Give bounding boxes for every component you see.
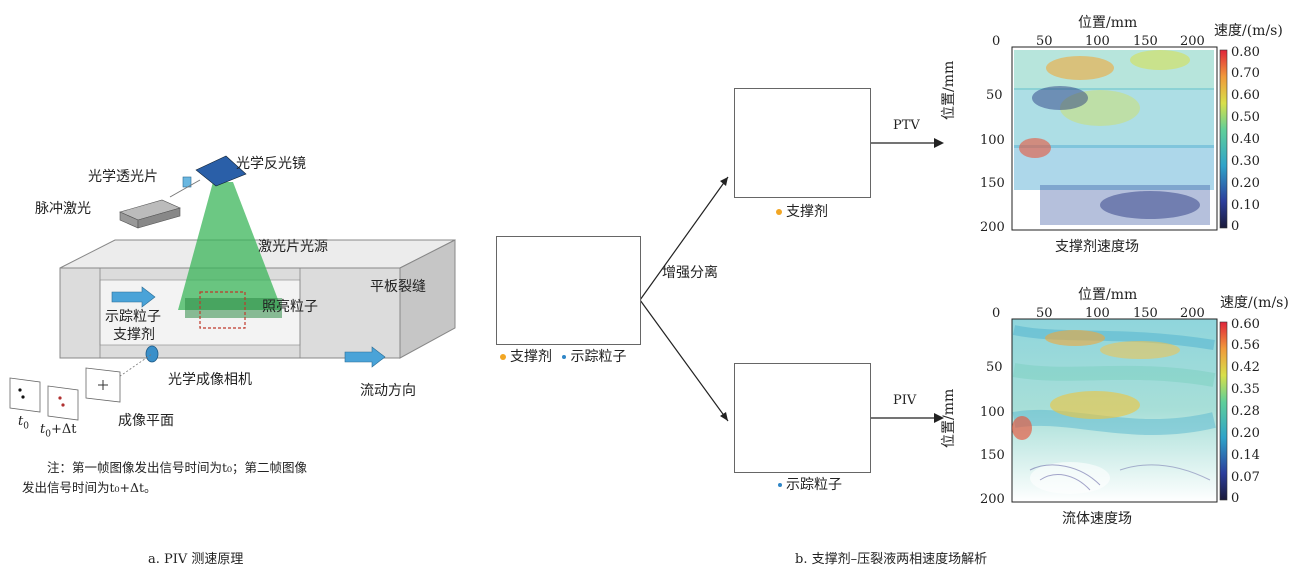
caption-a: a. PIV 测速原理 — [148, 552, 244, 567]
optical-lens-label: 光学透光片 — [88, 169, 158, 185]
note-line-2: 发出信号时间为t₀+Δt。 — [22, 480, 157, 495]
top-xlabel: 位置/mm — [1078, 15, 1138, 31]
cb2-tick: 0.42 — [1231, 360, 1260, 375]
camera-label: 光学成像相机 — [168, 372, 252, 388]
cb1-tick: 0.60 — [1231, 88, 1260, 103]
tracer-box-legend-dot — [778, 483, 782, 487]
cb2-tick: 0.28 — [1231, 404, 1260, 419]
bottom-ytick: 150 — [980, 448, 1005, 463]
t0-label: t0 — [18, 414, 29, 432]
tracer-box — [734, 363, 871, 473]
bottom-xtick: 0 — [992, 306, 1001, 321]
laser-sheet — [178, 182, 282, 310]
cb1-tick: 0.40 — [1231, 132, 1260, 147]
pulse-laser-box — [119, 199, 181, 229]
illuminated-particles-label: 照亮粒子 — [262, 299, 318, 315]
top-xtick: 150 — [1133, 34, 1158, 49]
fracture-label: 平板裂缝 — [370, 279, 426, 295]
tracer-box-legend: 示踪粒子 — [778, 474, 842, 494]
bottom-colorbar-label: 速度/(m/s) — [1220, 295, 1289, 311]
pulse-laser-label: 脉冲激光 — [35, 201, 91, 217]
bottom-ytick: 100 — [980, 405, 1005, 420]
proppant-label: 支撑剂 — [113, 327, 155, 343]
cb1-tick: 0.30 — [1231, 154, 1260, 169]
mixed-legend: 支撑剂 示踪粒子 — [500, 346, 626, 366]
cb2-tick: 0.35 — [1231, 382, 1260, 397]
mixed-particles-box — [496, 236, 641, 345]
top-ytick: 100 — [980, 133, 1005, 148]
tracer-legend-dot — [562, 355, 567, 359]
piv-label: PIV — [893, 393, 917, 408]
cb1-tick: 0.20 — [1231, 176, 1260, 191]
image-plane-label: 成像平面 — [118, 413, 174, 429]
cb2-tick: 0.07 — [1231, 470, 1260, 485]
cb1-tick: 0.70 — [1231, 66, 1260, 81]
note-line-1: 注：第一帧图像发出信号时间为t₀；第二帧图像 — [47, 460, 308, 475]
bottom-xlabel: 位置/mm — [1078, 287, 1138, 303]
cb1-tick: 0.50 — [1231, 110, 1260, 125]
laser-sheet-label: 激光片光源 — [258, 239, 328, 255]
top-xtick: 100 — [1085, 34, 1110, 49]
bottom-ylabel: 位置/mm — [941, 388, 957, 448]
colorbar-proppant — [1219, 49, 1228, 229]
top-ylabel: 位置/mm — [941, 60, 957, 120]
cb1-tick: 0 — [1231, 219, 1240, 234]
cb2-tick: 0.20 — [1231, 426, 1260, 441]
flow-arrow-in — [111, 286, 156, 308]
top-xtick: 50 — [1036, 34, 1053, 49]
caption-b: b. 支撑剂–压裂液两相速度场解析 — [795, 552, 988, 567]
top-xtick: 0 — [992, 34, 1001, 49]
bottom-xtick: 100 — [1085, 306, 1110, 321]
cb2-tick: 0.56 — [1231, 338, 1260, 353]
flow-arrow-out — [344, 346, 386, 368]
proppant-box-legend-dot — [776, 209, 782, 215]
proppant-velocity-field — [1011, 46, 1218, 231]
bottom-ytick: 50 — [986, 360, 1003, 375]
cb1-tick: 0.80 — [1231, 45, 1260, 60]
cb2-tick: 0.60 — [1231, 317, 1260, 332]
top-ytick: 200 — [980, 220, 1005, 235]
cb2-tick: 0.14 — [1231, 448, 1260, 463]
top-xtick: 200 — [1180, 34, 1205, 49]
mirror-shape — [195, 155, 247, 187]
bottom-xtick: 150 — [1133, 306, 1158, 321]
camera-lens — [145, 345, 159, 363]
proppant-box-legend: 支撑剂 — [776, 201, 828, 221]
top-ytick: 50 — [986, 88, 1003, 103]
enhance-separation-label: 增强分离 — [662, 265, 718, 281]
tracer-particles-label: 示踪粒子 — [105, 309, 161, 325]
top-ytick: 150 — [980, 176, 1005, 191]
bottom-ytick: 200 — [980, 492, 1005, 507]
ptv-label: PTV — [893, 118, 920, 133]
bottom-xtick: 200 — [1180, 306, 1205, 321]
t1-label: t0+Δt — [40, 422, 77, 440]
cb1-tick: 0.10 — [1231, 198, 1260, 213]
proppant-legend-dot — [500, 354, 506, 360]
colorbar-fluid — [1219, 321, 1228, 501]
top-chart-title: 支撑剂速度场 — [1055, 239, 1139, 255]
top-colorbar-label: 速度/(m/s) — [1214, 23, 1283, 39]
bottom-xtick: 50 — [1036, 306, 1053, 321]
proppant-box — [734, 88, 871, 198]
flow-direction-label: 流动方向 — [360, 383, 416, 399]
bottom-chart-title: 流体速度场 — [1062, 511, 1132, 527]
fluid-velocity-field — [1011, 318, 1218, 503]
cb2-tick: 0 — [1231, 491, 1240, 506]
optical-mirror-label: 光学反光镜 — [236, 156, 306, 172]
note: 注：第一帧图像发出信号时间为t₀；第二帧图像 发出信号时间为t₀+Δt。 — [22, 458, 442, 498]
